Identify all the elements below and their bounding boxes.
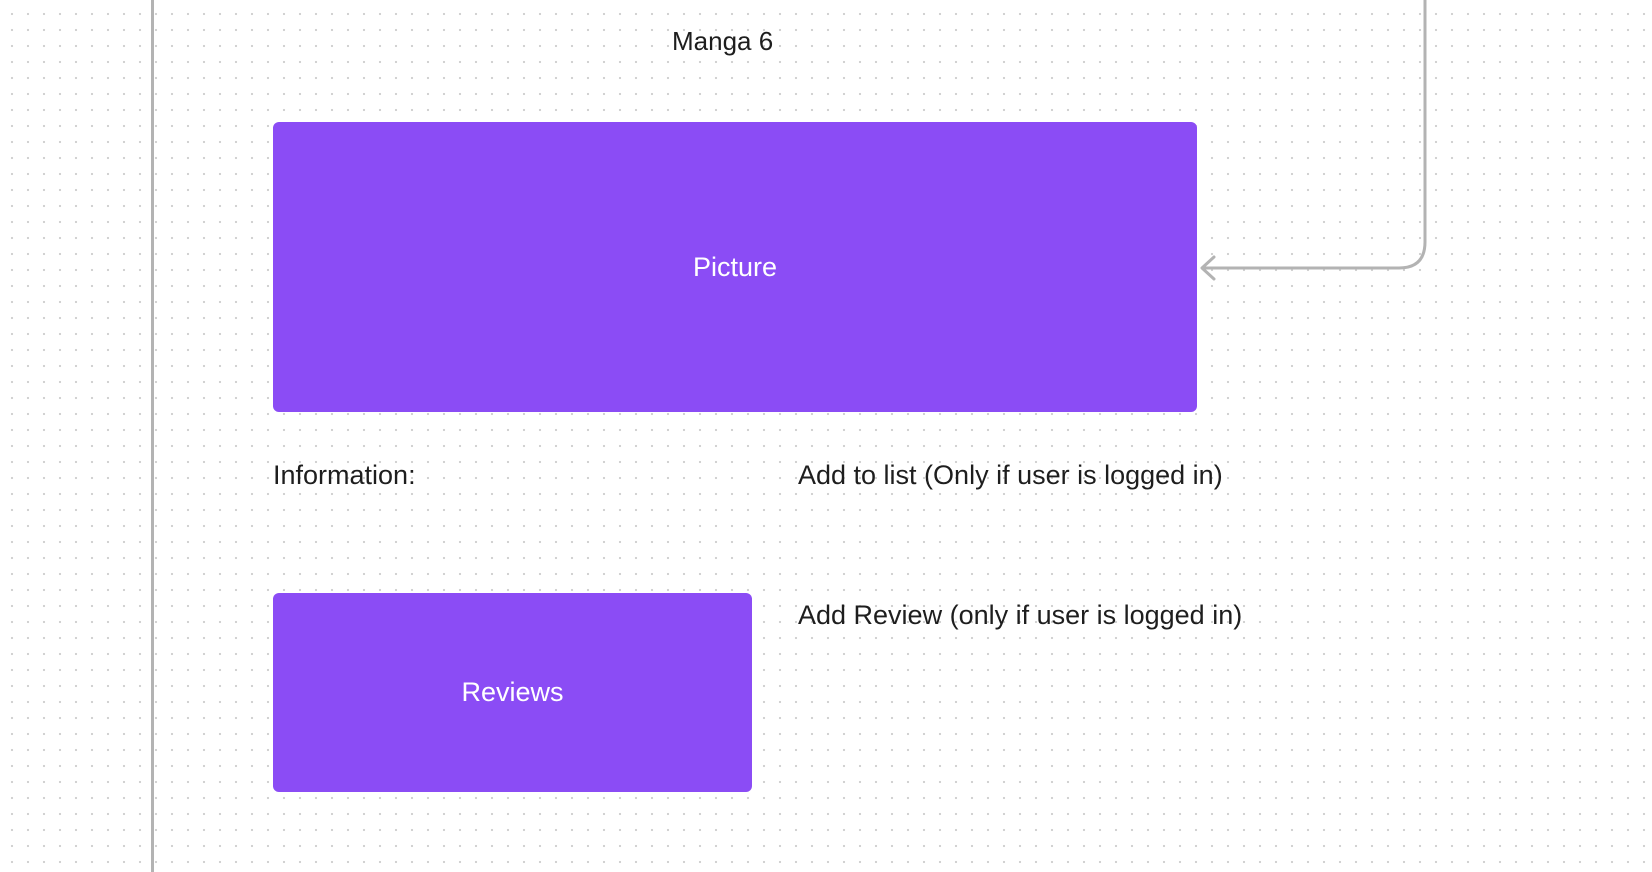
- picture-block[interactable]: Picture: [273, 122, 1197, 412]
- connector-line: [1203, 0, 1427, 270]
- information-label: Information:: [273, 460, 416, 490]
- arrowhead-icon: [1200, 255, 1216, 281]
- add-review-label[interactable]: Add Review (only if user is logged in): [798, 600, 1243, 630]
- reviews-block[interactable]: Reviews: [273, 593, 752, 792]
- page-title: Manga 6: [672, 26, 774, 56]
- add-to-list-label[interactable]: Add to list (Only if user is logged in): [798, 460, 1223, 490]
- frame-border: [151, 0, 154, 872]
- picture-label: Picture: [692, 251, 778, 282]
- reviews-label: Reviews: [461, 677, 564, 707]
